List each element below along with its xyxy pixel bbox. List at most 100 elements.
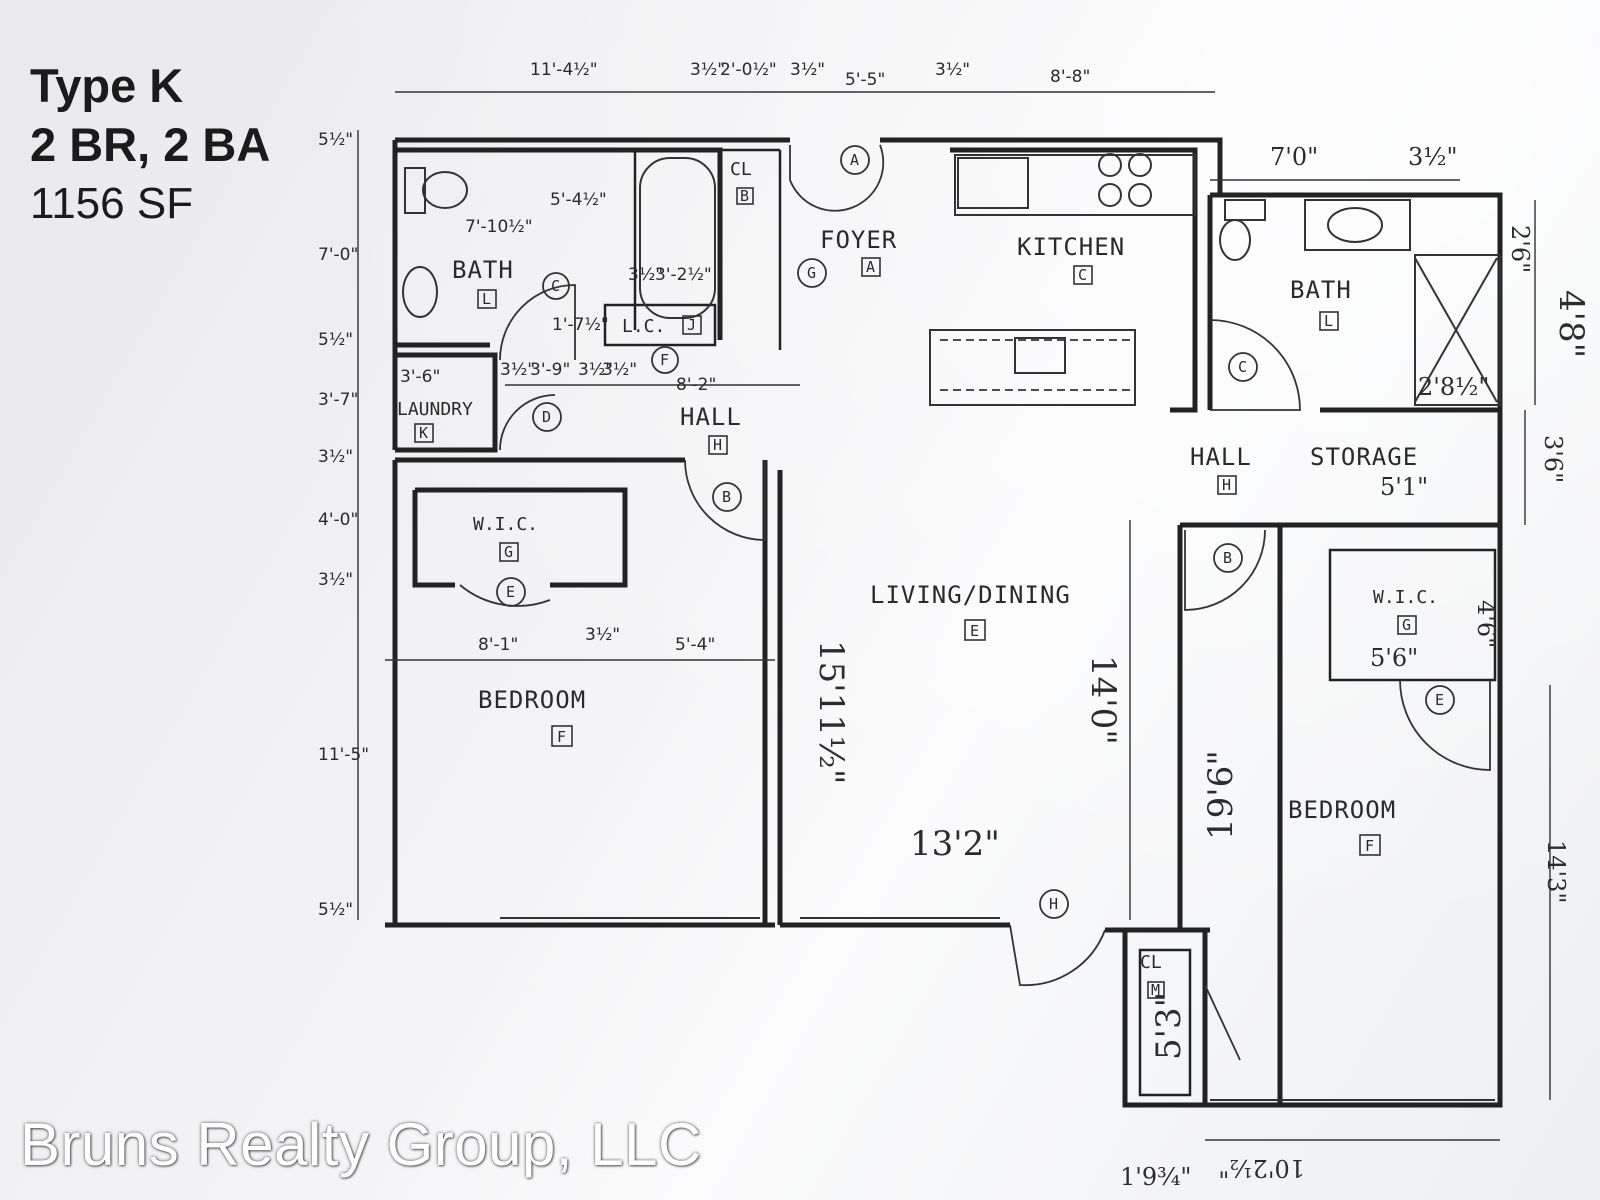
door-tag-circle <box>1039 889 1069 919</box>
hall-left-label: HALL <box>680 403 742 431</box>
hand-cl-h: 5'3" <box>1149 992 1189 1060</box>
dim-laundry-d: 3'-9" <box>530 360 570 380</box>
bedroom-left-label: BEDROOM <box>478 686 586 714</box>
foyer-code: A <box>866 258 875 276</box>
dim-top-6: 3½" <box>935 60 970 80</box>
foyer-door-g: G <box>807 264 816 282</box>
toilet-icon <box>1219 219 1251 261</box>
dim-top-5: 5'-5" <box>845 70 885 90</box>
bedroom-right-code: F <box>1365 837 1374 855</box>
range-icon <box>957 157 1029 209</box>
linen-closet-door: F <box>660 351 669 369</box>
burner-icon <box>1098 183 1122 207</box>
dim-laundry-s1: 3½" <box>500 360 535 380</box>
dim-tub-w: 3'-2½" <box>655 265 712 285</box>
linen-closet-label: L.C. <box>622 316 665 337</box>
door-tag-circle <box>1425 685 1455 715</box>
bath-left-door: C <box>551 277 560 295</box>
hand-bottom-w: 10'2½" <box>1218 1154 1305 1182</box>
foyer-label: FOYER <box>820 226 897 254</box>
walls <box>385 137 1503 1108</box>
dim-left-6: 4'-0" <box>318 510 358 530</box>
hand-bath-r-s: 3½" <box>1408 143 1458 171</box>
wic-right-code: G <box>1402 616 1411 634</box>
dim-left-9: 5½" <box>318 900 353 920</box>
code-box <box>736 187 754 205</box>
sink-icon <box>402 266 438 318</box>
door-tag-circle <box>840 145 870 175</box>
closet-top-label: CL <box>730 159 752 180</box>
linen-closet-code: J <box>687 316 696 334</box>
door-tag-circle <box>1228 352 1258 382</box>
hand-bath-r-w: 7'0" <box>1270 143 1318 171</box>
bathtub-icon <box>639 157 716 319</box>
dimension-lines <box>357 91 1551 1141</box>
dim-left-2: 7'-0" <box>318 245 358 265</box>
hand-bath-r-h: 4'8" <box>1551 290 1591 358</box>
living-label: LIVING/DINING <box>870 581 1071 609</box>
door-tag-circle <box>797 258 827 288</box>
dim-left-1: 5½" <box>318 130 353 150</box>
code-box <box>477 289 497 309</box>
dim-bath-h: 5'-4½" <box>550 190 607 210</box>
kitchen-sink-icon <box>1014 337 1066 374</box>
hand-storage-w: 5'1" <box>1380 473 1428 501</box>
dim-left-8: 11'-5" <box>318 745 369 765</box>
wic-left-label: W.I.C. <box>473 514 538 535</box>
dim-top-3: 2'-0½" <box>720 60 777 80</box>
code-box <box>1147 981 1165 999</box>
dim-bed-w1: 8'-1" <box>478 635 518 655</box>
dim-laundry-s2: 3½" <box>578 360 613 380</box>
hand-wic-r: 4'6" <box>1472 600 1500 648</box>
foyer-door: A <box>850 151 859 169</box>
code-box <box>414 423 434 443</box>
door-tag-circle <box>496 577 526 607</box>
code-box <box>682 315 702 335</box>
burner-icon <box>1128 153 1152 177</box>
realty-watermark: Bruns Realty Group, LLC <box>20 1111 702 1178</box>
hall-right-label: HALL <box>1190 443 1252 471</box>
code-box <box>708 435 728 455</box>
door-tag-circle <box>712 482 742 512</box>
door-swings <box>459 144 1491 1061</box>
hand-hall-len: 19'6" <box>1201 750 1241 840</box>
living-code: E <box>970 622 979 640</box>
code-box <box>1319 311 1339 331</box>
code-box <box>1073 265 1093 285</box>
dim-bed-w2: 5'-4" <box>675 635 715 655</box>
hand-vanity: 2'6" <box>1506 225 1534 273</box>
unit-type: Type K <box>30 59 184 112</box>
hall-left-code: H <box>713 436 722 454</box>
square-footage: 1156 SF <box>30 179 194 228</box>
laundry-code: K <box>419 424 428 442</box>
code-box <box>1397 615 1417 635</box>
dim-top-7: 8'-8" <box>1050 67 1090 87</box>
closet-top-code: B <box>740 187 749 205</box>
door-tag-circle <box>542 272 570 300</box>
bath-left-code: L <box>482 290 491 308</box>
dim-top-2: 3½" <box>690 60 725 80</box>
hall-left-door-d: D <box>542 408 551 426</box>
kitchen-code: C <box>1078 266 1087 284</box>
storage-label: STORAGE <box>1310 443 1418 471</box>
burner-icon <box>1098 153 1122 177</box>
bath-left-label: BATH <box>452 256 514 284</box>
bath-right-door: C <box>1238 358 1247 376</box>
wic-left-code: G <box>504 543 513 561</box>
dim-bath-w: 7'-10½" <box>465 217 533 237</box>
dim-tub-s: 3½" <box>628 265 663 285</box>
hand-living-d: 14'0" <box>1083 655 1123 745</box>
hand-living-w: 13'2" <box>910 824 1000 864</box>
dim-top-1: 11'-4½" <box>530 60 598 80</box>
hand-shower: 2'8½" <box>1418 373 1489 401</box>
closet-bottom-label: CL <box>1140 952 1162 973</box>
dim-left-3: 5½" <box>318 330 353 350</box>
bedroom-right-label: BEDROOM <box>1288 796 1396 824</box>
dim-bed-s: 3½" <box>585 625 620 645</box>
hand-living-h: 15'11½" <box>811 640 851 784</box>
closet-bottom-code: M <box>1151 981 1160 999</box>
dim-left-4: 3'-7" <box>318 390 358 410</box>
hall-right-code: H <box>1222 476 1231 494</box>
dim-laundry-s3: 3½" <box>602 360 637 380</box>
